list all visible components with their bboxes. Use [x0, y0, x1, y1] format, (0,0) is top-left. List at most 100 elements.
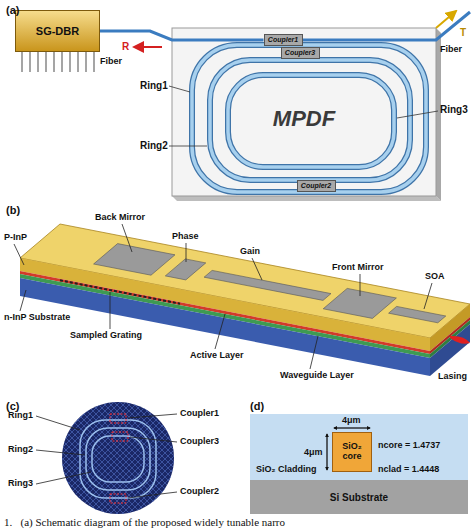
output-fiber [283, 12, 470, 40]
sampled-grating [60, 280, 180, 303]
leader-line [36, 450, 85, 455]
substrate-band: Si Substrate [250, 480, 468, 514]
leader-line [360, 274, 361, 296]
coupler-box: Coupler1 [264, 34, 303, 46]
part-label: T [460, 27, 466, 39]
laser-pins [22, 52, 94, 72]
leader-line [169, 86, 190, 92]
leader-line [130, 437, 177, 442]
part-label: Waveguide Layer [280, 370, 354, 380]
part-label: R [122, 41, 129, 53]
chip-plate [172, 28, 436, 196]
back-mirror-pad [94, 244, 175, 276]
leader-line [215, 314, 225, 349]
part-label: Phase [172, 231, 199, 241]
coupler-box-text: Coupler2 [301, 182, 331, 189]
cladding-band-text: SiO₂ Cladding [256, 464, 317, 474]
fiber-connector [100, 31, 264, 40]
cladding-region [250, 414, 468, 480]
photo-ring [86, 428, 150, 490]
dashed-box [110, 414, 126, 423]
leader-line [36, 472, 91, 484]
part-label: ncore = 1.4737 [378, 440, 440, 450]
leader-line [252, 258, 262, 280]
dimension-line [327, 434, 328, 470]
leader-line [186, 243, 187, 262]
coupler-box: Coupler2 [297, 180, 336, 192]
laser-module-text: SG-DBR [36, 25, 79, 37]
part-label: Ring3 [440, 104, 468, 116]
substrate-end [430, 324, 470, 376]
active-layer [20, 271, 430, 354]
part-label: SOA [425, 271, 445, 281]
part-label: Ring1 [140, 80, 168, 92]
core-box: SiO₂ core [332, 432, 372, 472]
dimension-line [334, 428, 370, 429]
part-label: Front Mirror [332, 262, 384, 272]
part-label: (a) [6, 4, 19, 17]
part-label: Sampled Grating [70, 330, 142, 340]
dashed-box [110, 494, 126, 503]
laser-module: SG-DBR [15, 10, 100, 52]
part-label: Fiber [440, 44, 462, 54]
part-label: Coupler2 [180, 486, 219, 496]
dimension-line [327, 434, 328, 470]
figure-caption: 1. (a) Schematic diagram of the proposed… [4, 516, 285, 529]
core-box-text: SiO₂ core [334, 442, 370, 462]
part-label: Ring3 [8, 478, 33, 488]
part-label: Ring2 [8, 444, 33, 454]
leader-line [14, 244, 24, 265]
leader-lines [36, 414, 177, 498]
dashed-box [112, 432, 128, 441]
gain-strip [204, 270, 331, 300]
part-label: P-InP [4, 232, 27, 242]
leader-line [36, 416, 80, 430]
photo-ring [92, 436, 144, 482]
leader-line [397, 111, 438, 118]
coupler-box-text: Coupler3 [285, 49, 315, 56]
coupler-box-text: Coupler1 [268, 36, 298, 43]
leader-line [122, 224, 132, 252]
substrate-layer [20, 278, 430, 376]
part-label: Coupler1 [180, 408, 219, 418]
coupler-marks [110, 414, 128, 503]
laser-beam [450, 336, 470, 344]
leader-line [20, 290, 26, 311]
leader-line [424, 283, 432, 309]
leader-lines [169, 86, 438, 146]
leader-line [169, 146, 207, 147]
phase-pad [165, 259, 206, 280]
part-label: Coupler3 [180, 436, 219, 446]
soa-strip [389, 306, 446, 322]
part-label: Gain [240, 246, 260, 256]
reflection-arrow [134, 46, 162, 48]
part-label: Back Mirror [95, 212, 145, 222]
chip-side [172, 196, 441, 201]
coupler-box: Coupler3 [281, 47, 320, 59]
substrate-band-text: Si Substrate [330, 492, 388, 503]
chip-photo [62, 402, 174, 514]
mpdf-chip: MPDF Coupler1Coupler3Coupler2 [172, 28, 436, 196]
electrodes [94, 244, 446, 323]
mpdf-chip-text: MPDF [172, 106, 436, 132]
dimension-line [334, 428, 370, 429]
leader-line [110, 292, 111, 329]
part-label: Ring2 [140, 140, 168, 152]
part-label: Ring1 [8, 410, 33, 420]
leader-line [128, 414, 177, 418]
substrate-region [250, 480, 468, 514]
photo-rings [80, 420, 156, 498]
part-label: Active Layer [190, 350, 244, 360]
part-label: 4μm [304, 447, 323, 457]
part-label: (b) [6, 204, 20, 217]
transmission-arrow [436, 11, 456, 28]
part-label: 4μm [342, 415, 361, 425]
photo-texture [62, 402, 174, 514]
photo-ring [80, 420, 156, 498]
leader-line [128, 492, 177, 498]
cladding-band-text: nclad = 1.4448 [378, 464, 439, 474]
part-label: (d) [250, 400, 264, 413]
